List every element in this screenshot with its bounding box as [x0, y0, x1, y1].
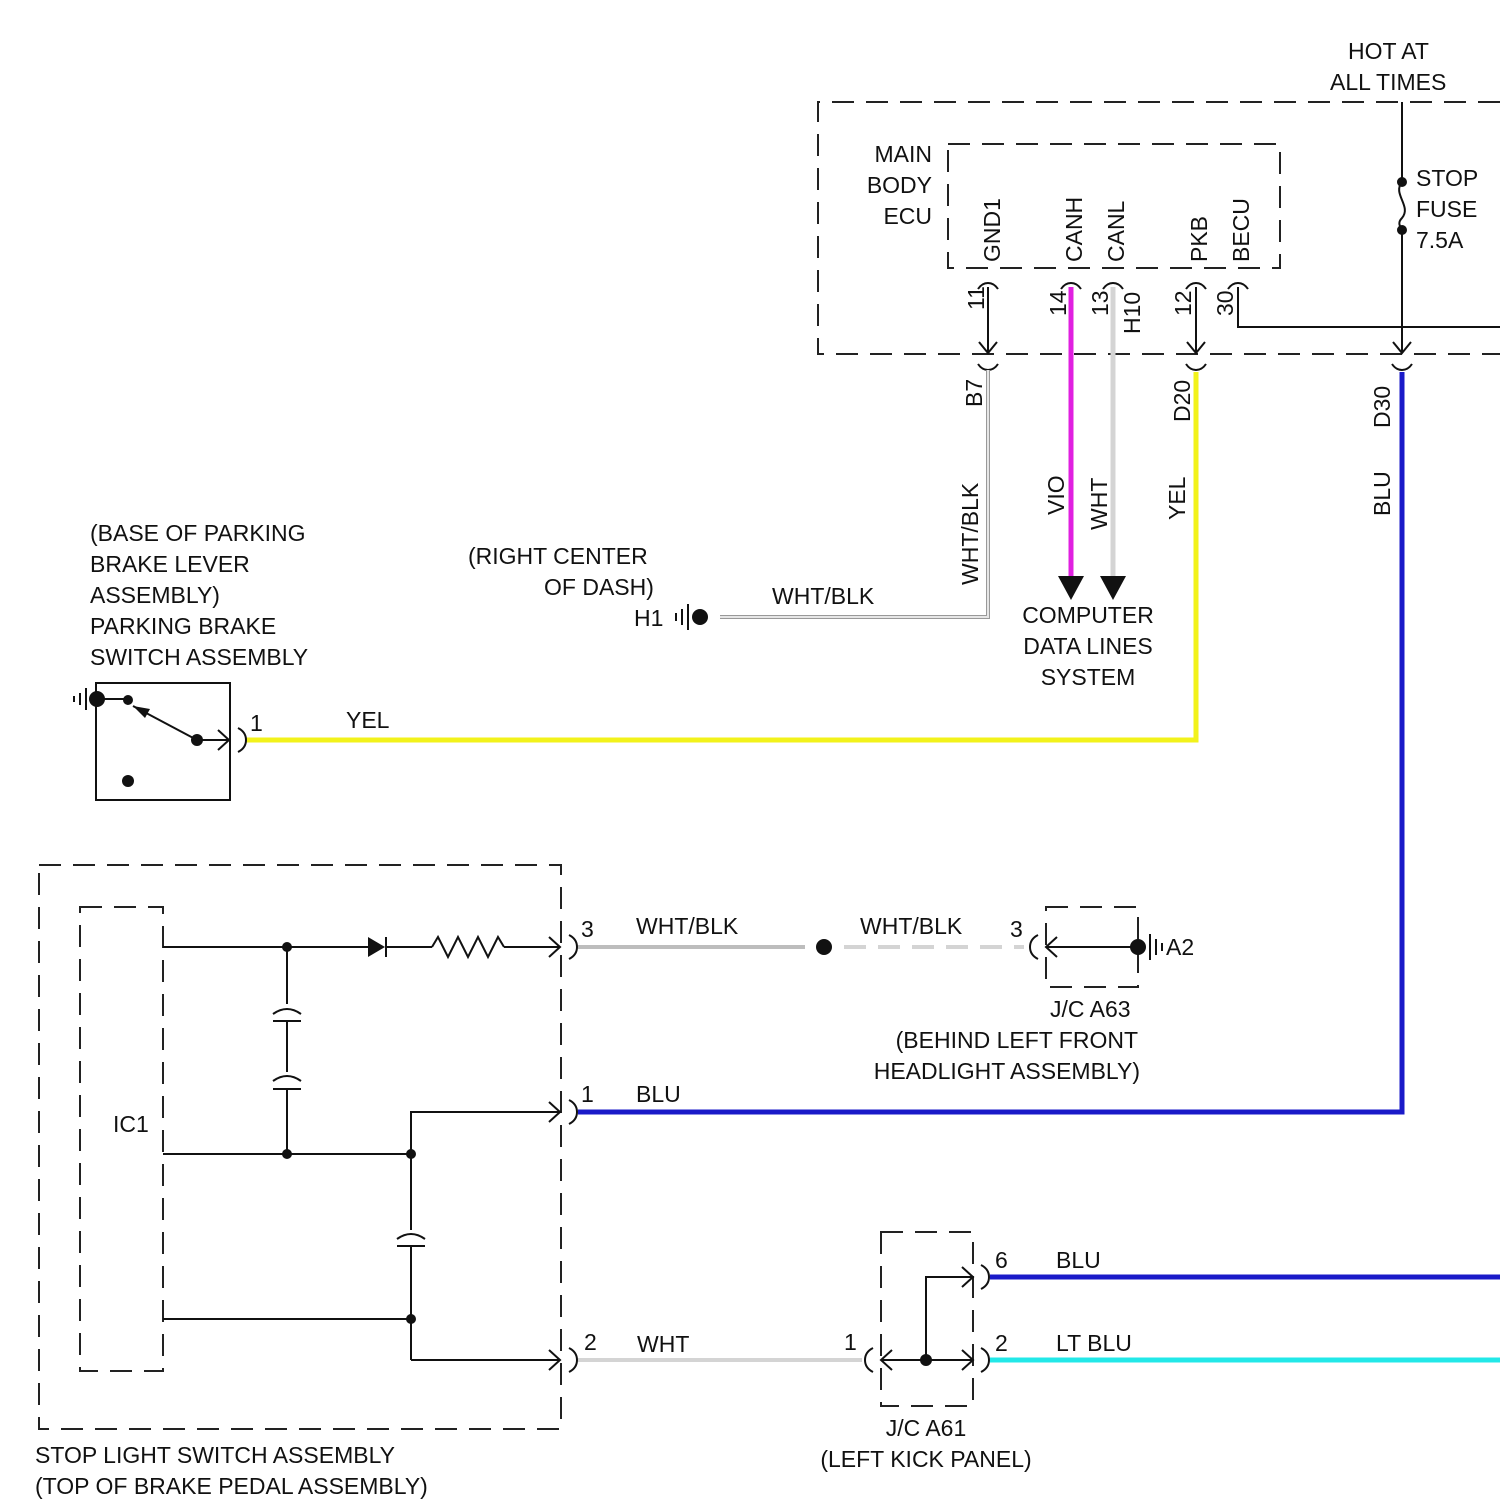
- stop-light-label-line1: STOP LIGHT SWITCH ASSEMBLY: [35, 1442, 395, 1468]
- label-blu-p6: BLU: [1056, 1247, 1101, 1273]
- capacitor3-icon: [397, 1234, 425, 1239]
- connector-b7: B7: [961, 379, 987, 407]
- label-wht-blk-vertical: WHT/BLK: [957, 482, 983, 585]
- label-wht-blk-jc: WHT/BLK: [860, 913, 963, 939]
- jc-a63-pin-3: 3: [1010, 916, 1023, 942]
- terminal-canl: CANL: [1103, 200, 1129, 262]
- jc-a61-pin-2: 2: [995, 1330, 1008, 1356]
- ecu-label-line1: MAIN: [875, 141, 933, 167]
- jc-a63-line2: (BEHIND LEFT FRONT: [896, 1027, 1138, 1053]
- terminal-canh: CANH: [1061, 197, 1087, 262]
- label-vio: VIO: [1043, 475, 1069, 515]
- connector-h10: H10: [1119, 292, 1145, 334]
- sls-pin3-connector-icon: [569, 935, 577, 959]
- ecu-label-line2: BODY: [867, 172, 932, 198]
- stop-light-label-line2: (TOP OF BRAKE PEDAL ASSEMBLY): [35, 1473, 428, 1499]
- ic1-box: [80, 907, 163, 1371]
- parking-brake-line2: BRAKE LEVER: [90, 551, 250, 577]
- computer-data-line2: DATA LINES: [1023, 633, 1153, 659]
- pin-13: 13: [1087, 290, 1113, 316]
- jc-a63-connector-icon: [1030, 935, 1038, 959]
- pb-switch-pivot: [123, 695, 133, 705]
- label-wht-blk-h1: WHT/BLK: [772, 583, 875, 609]
- computer-data-line3: SYSTEM: [1041, 664, 1136, 690]
- capacitor2-icon: [273, 1076, 301, 1081]
- parking-brake-switch-box: [96, 683, 230, 800]
- label-wht-blk-p3: WHT/BLK: [636, 913, 739, 939]
- h1-ground-point: [692, 609, 708, 625]
- capacitor1-icon: [273, 1009, 301, 1014]
- wht-blk-wire-b7: [720, 370, 988, 617]
- ecu-label-line3: ECU: [883, 203, 932, 229]
- jc-a61-pin-1: 1: [844, 1329, 857, 1355]
- pb-connector-icon: [238, 728, 246, 752]
- terminal-pkb: PKB: [1186, 216, 1212, 262]
- label-yel-pb: YEL: [346, 707, 390, 733]
- jc-a61-riser: [926, 1277, 973, 1360]
- canl-arrow-icon: [1100, 576, 1126, 600]
- terminal-becu: BECU: [1228, 198, 1254, 262]
- sls-pin-3: 3: [581, 916, 594, 942]
- hot-at-all-times-line2: ALL TIMES: [1330, 69, 1446, 95]
- label-blu-vertical: BLU: [1369, 471, 1395, 516]
- parking-brake-line5: SWITCH ASSEMBLY: [90, 644, 308, 670]
- parking-brake-line3: ASSEMBLY): [90, 582, 220, 608]
- diode-icon: [368, 937, 385, 957]
- jc-a63-line1: J/C A63: [1050, 996, 1131, 1022]
- d20-connector-icon: [1186, 364, 1206, 370]
- splice-point: [816, 939, 832, 955]
- becu-internal-line: [1238, 287, 1500, 327]
- hot-at-all-times-line1: HOT AT: [1348, 38, 1429, 64]
- jc-a61-pin-6: 6: [995, 1247, 1008, 1273]
- pb-switch-open-contact: [122, 775, 134, 787]
- pin-30: 30: [1212, 290, 1238, 316]
- pin-14: 14: [1045, 290, 1071, 316]
- sls-node-bottom: [406, 1314, 416, 1324]
- pb-switch-arrow-icon: [133, 706, 150, 718]
- pin-12: 12: [1170, 290, 1196, 316]
- wht-blk-wire-b7-core: [720, 370, 988, 617]
- canh-arrow-icon: [1058, 576, 1084, 600]
- jc-a61-line2: (LEFT KICK PANEL): [820, 1446, 1031, 1472]
- a2-ground-point: [1130, 939, 1146, 955]
- connector-d30: D30: [1369, 386, 1395, 428]
- label-blu-p1: BLU: [636, 1081, 681, 1107]
- sls-pin-1: 1: [581, 1081, 594, 1107]
- parking-brake-line4: PARKING BRAKE: [90, 613, 276, 639]
- right-center-line2: OF DASH): [544, 574, 654, 600]
- jc-a63-line3: HEADLIGHT ASSEMBLY): [874, 1058, 1140, 1084]
- label-lt-blu: LT BLU: [1056, 1330, 1132, 1356]
- fuse-label-line2: FUSE: [1416, 196, 1477, 222]
- connector-d20: D20: [1169, 380, 1195, 422]
- fuse-label-line1: STOP: [1416, 165, 1478, 191]
- sls-node-middle-left: [282, 1149, 292, 1159]
- sls-pin1-connector-icon: [569, 1100, 577, 1124]
- sls-pin1-line: [411, 1112, 560, 1154]
- computer-data-line1: COMPUTER: [1022, 602, 1154, 628]
- sls-pin-2: 2: [584, 1329, 597, 1355]
- right-center-line1: (RIGHT CENTER: [468, 543, 648, 569]
- resistor-icon: [432, 937, 504, 957]
- d30-connector-icon: [1392, 364, 1412, 370]
- label-wht: WHT: [1086, 478, 1112, 530]
- terminal-gnd1: GND1: [979, 198, 1005, 262]
- pb-pin-1: 1: [250, 710, 263, 736]
- jc-a61-pin1-connector-icon: [865, 1348, 873, 1372]
- label-wht-p2: WHT: [637, 1331, 689, 1357]
- stop-light-switch-box: [39, 865, 561, 1429]
- connector-h1: H1: [634, 605, 663, 631]
- ic1-label: IC1: [113, 1111, 149, 1137]
- pin-11: 11: [963, 286, 989, 310]
- jc-a61-pin6-connector-icon: [981, 1265, 989, 1289]
- label-yel-vertical: YEL: [1164, 476, 1190, 520]
- connector-a2: A2: [1166, 934, 1194, 960]
- fuse-icon: [1399, 182, 1405, 230]
- jc-a61-pin2-connector-icon: [981, 1348, 989, 1372]
- fuse-label-line3: 7.5A: [1416, 227, 1464, 253]
- jc-a61-line1: J/C A61: [886, 1415, 967, 1441]
- sls-pin2-connector-icon: [569, 1348, 577, 1372]
- b7-connector-icon: [978, 364, 998, 370]
- parking-brake-line1: (BASE OF PARKING: [90, 520, 306, 546]
